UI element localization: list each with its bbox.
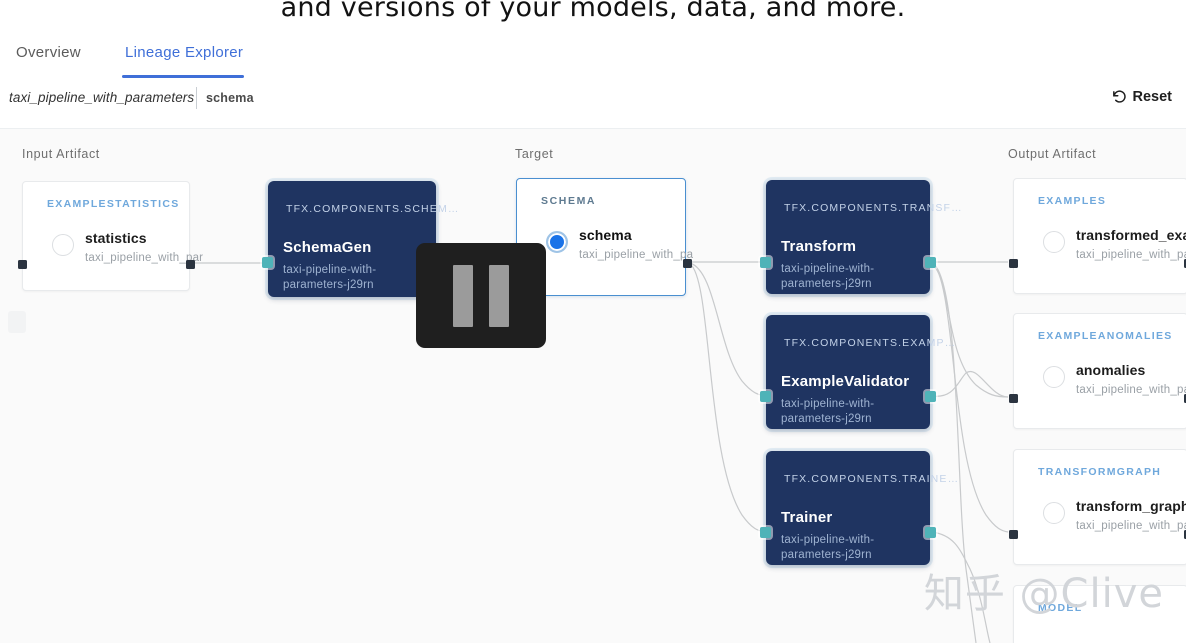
- component-subtitle: taxi-pipeline-with- parameters-j29rn: [283, 264, 377, 291]
- artifact-name: schema: [579, 227, 632, 243]
- reset-icon: [1111, 88, 1128, 105]
- port-input-left[interactable]: [760, 257, 771, 268]
- artifact-status-circle: [52, 234, 74, 256]
- artifact-type-label: EXAMPLESTATISTICS: [47, 198, 180, 210]
- tab-bar: Overview Lineage Explorer: [0, 34, 1186, 80]
- breadcrumb-bar: taxi_pipeline_with_parameters schema Res…: [0, 84, 1186, 129]
- tab-lineage-explorer[interactable]: Lineage Explorer: [125, 44, 244, 61]
- port-output-right[interactable]: [925, 391, 936, 402]
- artifact-card-anomalies[interactable]: EXAMPLEANOMALIES anomalies taxi_pipeline…: [1009, 313, 1186, 429]
- lineage-canvas[interactable]: Input Artifact Target Output Artifact: [0, 129, 1186, 643]
- port-output-right[interactable]: [186, 260, 195, 269]
- artifact-card-model[interactable]: MODEL: [1013, 585, 1186, 643]
- component-node-trainer[interactable]: TFX.COMPONENTS.TRAINE… Trainer taxi-pipe…: [760, 451, 958, 565]
- breadcrumb-separator: [196, 87, 197, 109]
- component-node-examplevalidator[interactable]: TFX.COMPONENTS.EXAMP… ExampleValidator t…: [760, 315, 955, 429]
- port-input-left[interactable]: [1009, 394, 1018, 403]
- artifact-subtitle: taxi_pipeline_with_par: [1076, 520, 1186, 532]
- port-output-right[interactable]: [925, 527, 936, 538]
- artifact-name: statistics: [85, 230, 147, 246]
- component-type-label: TFX.COMPONENTS.EXAMP…: [784, 337, 957, 349]
- component-name: ExampleValidator: [781, 373, 910, 390]
- artifact-subtitle: taxi_pipeline_with_par: [1076, 249, 1186, 261]
- artifact-status-circle: [1043, 366, 1065, 388]
- video-pause-overlay[interactable]: [416, 243, 546, 348]
- artifact-card-transform-graph[interactable]: TRANSFORMGRAPH transform_graph taxi_pipe…: [1009, 449, 1186, 565]
- pause-bar-left: [453, 264, 473, 327]
- artifact-name: transform_graph: [1076, 498, 1186, 514]
- component-type-label: TFX.COMPONENTS.TRANSF…: [784, 202, 963, 214]
- port-output-right[interactable]: [1184, 530, 1186, 539]
- canvas-edge-ghost: [8, 311, 26, 333]
- component-name: Trainer: [781, 509, 833, 526]
- artifact-card-statistics[interactable]: EXAMPLESTATISTICS statistics taxi_pipeli…: [18, 181, 203, 291]
- artifact-subtitle: taxi_pipeline_with_pa: [579, 249, 694, 261]
- reset-button[interactable]: Reset: [1111, 88, 1173, 105]
- port-output-right[interactable]: [1184, 394, 1186, 403]
- pause-bar-right: [489, 264, 509, 327]
- component-subtitle: taxi-pipeline-with- parameters-j29rn: [781, 263, 875, 290]
- component-node-schemagen[interactable]: TFX.COMPONENTS.SCHEM… SchemaGen taxi-pip…: [262, 181, 458, 297]
- port-output-right[interactable]: [683, 259, 692, 268]
- breadcrumb-pipeline[interactable]: taxi_pipeline_with_parameters: [9, 90, 195, 105]
- page-banner: and versions of your models, data, and m…: [0, 0, 1186, 30]
- component-name: SchemaGen: [283, 239, 372, 256]
- port-input-left[interactable]: [760, 391, 771, 402]
- column-label-input: Input Artifact: [22, 147, 100, 161]
- port-output-right[interactable]: [925, 257, 936, 268]
- reset-label: Reset: [1132, 88, 1173, 105]
- component-type-label: TFX.COMPONENTS.SCHEM…: [286, 203, 460, 215]
- banner-headline: and versions of your models, data, and m…: [280, 0, 906, 23]
- artifact-subtitle: taxi_pipeline_with_par: [1076, 384, 1186, 396]
- artifact-type-label: EXAMPLES: [1038, 195, 1107, 207]
- edge-schema-examplevalidator: [689, 262, 767, 397]
- artifact-type-label: EXAMPLEANOMALIES: [1038, 330, 1173, 342]
- artifact-status-circle-selected: [546, 231, 568, 253]
- tab-overview[interactable]: Overview: [16, 44, 81, 61]
- port-input-left[interactable]: [1009, 530, 1018, 539]
- component-subtitle: taxi-pipeline-with- parameters-j29rn: [781, 534, 875, 561]
- edge-layer: [190, 261, 1009, 643]
- component-subtitle: taxi-pipeline-with- parameters-j29rn: [781, 398, 875, 425]
- artifact-subtitle: taxi_pipeline_with_par: [85, 252, 204, 264]
- component-type-label: TFX.COMPONENTS.TRAINE…: [784, 473, 960, 485]
- tab-active-underline: [122, 75, 244, 78]
- component-node-transform[interactable]: TFX.COMPONENTS.TRANSF… Transform taxi-pi…: [760, 180, 962, 294]
- artifact-type-label: TRANSFORMGRAPH: [1038, 466, 1162, 478]
- artifact-type-label: MODEL: [1038, 602, 1083, 614]
- port-output-right[interactable]: [1184, 259, 1186, 268]
- edge-transform-transformgraph: [931, 262, 1009, 533]
- edge-trainer-model: [931, 531, 991, 643]
- artifact-status-circle: [1043, 502, 1065, 524]
- edge-examplevalidator-anomalies-a: [931, 370, 1009, 398]
- edge-schema-trainer: [689, 263, 767, 533]
- artifact-name: anomalies: [1076, 362, 1146, 378]
- column-label-output: Output Artifact: [1008, 147, 1097, 161]
- artifact-status-circle: [1043, 231, 1065, 253]
- port-input-left[interactable]: [1009, 259, 1018, 268]
- port-input-left[interactable]: [262, 257, 273, 268]
- artifact-card-transformed-examples[interactable]: EXAMPLES transformed_examp taxi_pipeline…: [1009, 178, 1186, 294]
- edge-transform-model: [933, 263, 977, 643]
- port-input-left[interactable]: [760, 527, 771, 538]
- column-label-target: Target: [515, 147, 554, 161]
- artifact-name: transformed_examp: [1076, 227, 1186, 243]
- edge-transform-anomalies: [929, 262, 1009, 398]
- artifact-type-label: SCHEMA: [541, 195, 597, 207]
- component-name: Transform: [781, 238, 857, 255]
- port-input-left[interactable]: [18, 260, 27, 269]
- breadcrumb-current: schema: [206, 91, 254, 105]
